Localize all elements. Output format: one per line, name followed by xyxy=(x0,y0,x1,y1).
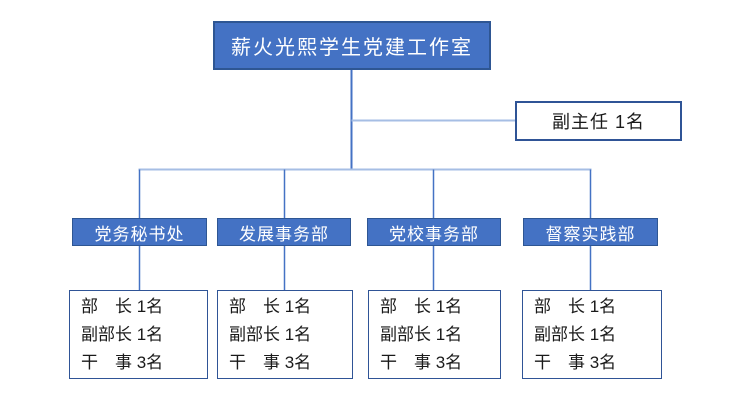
member-line: 部 长 1名 xyxy=(380,296,463,316)
deputy-label: 副主任 1名 xyxy=(551,112,645,132)
member-line: 副部长 1名 xyxy=(229,324,312,344)
department-name: 党校事务部 xyxy=(389,224,479,244)
member-line: 副部长 1名 xyxy=(81,324,164,344)
members-box-1: 部 长 1名 副部长 1名 干 事 3名 xyxy=(69,290,208,379)
member-line: 副部长 1名 xyxy=(534,324,617,344)
member-line: 部 长 1名 xyxy=(534,296,617,316)
department-box-3: 党校事务部 xyxy=(367,218,501,246)
member-line: 干 事 3名 xyxy=(229,352,312,372)
department-name: 党务秘书处 xyxy=(94,224,185,244)
department-box-2: 发展事务部 xyxy=(217,218,351,246)
members-box-3: 部 长 1名 副部长 1名 干 事 3名 xyxy=(368,290,501,379)
root-title: 薪火光熙学生党建工作室 xyxy=(231,37,473,59)
member-line: 干 事 3名 xyxy=(81,352,164,372)
member-line: 干 事 3名 xyxy=(534,352,617,372)
department-name: 督察实践部 xyxy=(545,224,636,244)
department-box-1: 党务秘书处 xyxy=(72,218,207,246)
member-line: 部 长 1名 xyxy=(229,296,312,316)
root-box: 薪火光熙学生党建工作室 xyxy=(213,21,491,70)
deputy-box: 副主任 1名 xyxy=(515,101,682,141)
members-box-2: 部 长 1名 副部长 1名 干 事 3名 xyxy=(217,290,353,379)
member-line: 副部长 1名 xyxy=(380,324,463,344)
department-name: 发展事务部 xyxy=(239,224,329,244)
member-line: 部 长 1名 xyxy=(81,296,164,316)
member-line: 干 事 3名 xyxy=(380,352,463,372)
members-box-4: 部 长 1名 副部长 1名 干 事 3名 xyxy=(522,290,662,379)
department-box-4: 督察实践部 xyxy=(523,218,658,246)
